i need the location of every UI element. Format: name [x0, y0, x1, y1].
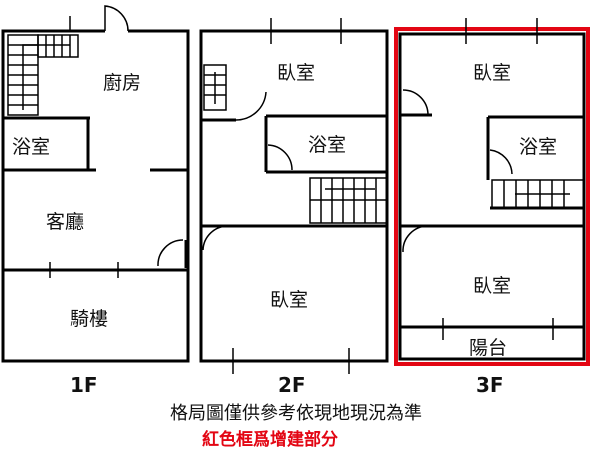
floor-1f-stair: [7, 34, 79, 116]
extension-note: 紅色框爲增建部分: [202, 430, 338, 450]
floor-3f-stair: [491, 179, 585, 209]
floor-1f-door-swing-icon: [157, 239, 184, 267]
room-label-2f-bedroom-lower: 臥室: [270, 289, 308, 311]
extension-highlight-frame: [394, 27, 590, 366]
floor-label-1f: 1F: [70, 373, 98, 397]
room-label-2f-bedroom-upper: 臥室: [277, 62, 315, 84]
room-label-3f-bedroom-upper: 臥室: [473, 62, 511, 84]
floor-3f-plan: [394, 18, 590, 366]
floor-2f-lower-door-icon: [202, 225, 229, 251]
floor-2f-door-swing-icon: [235, 91, 267, 121]
floor-1f-plan: [1, 5, 190, 363]
room-label-3f-bathroom: 浴室: [519, 136, 557, 158]
floor-3f-lower-door-icon: [402, 225, 429, 253]
floor-3f-door-swing-icon: [402, 89, 429, 116]
floor-label-2f: 2F: [278, 373, 306, 397]
room-label-1f-arcade: 騎樓: [70, 308, 108, 330]
floor-1f-outline: [1, 29, 190, 363]
floor-label-3f: 3F: [476, 373, 504, 397]
room-label-2f-bathroom: 浴室: [308, 134, 346, 156]
floor-2f-stair: [203, 64, 227, 111]
room-label-1f-kitchen: 廚房: [103, 71, 141, 94]
disclaimer-note: 格局圖僅供參考依現地現況為準: [170, 403, 422, 424]
floor-2f-center-stair: [309, 177, 388, 224]
floor-2f-plan: [199, 18, 389, 374]
room-label-3f-balcony: 陽台: [469, 337, 507, 359]
room-label-1f-bathroom: 浴室: [12, 136, 50, 158]
room-label-3f-bedroom-lower: 臥室: [473, 275, 511, 297]
floor-1f-entry-door-icon: [104, 5, 129, 32]
room-label-1f-living-room: 客廳: [46, 211, 84, 233]
